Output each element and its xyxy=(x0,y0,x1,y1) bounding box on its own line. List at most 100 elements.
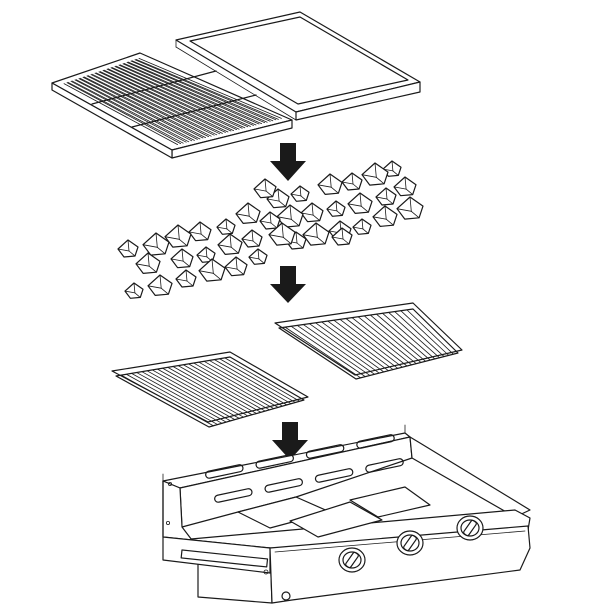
rock-grate-bar xyxy=(125,373,219,425)
control-knob-3 xyxy=(456,515,484,541)
griddle-plate xyxy=(175,11,421,121)
rock-grate-bar xyxy=(224,357,301,402)
grate-bar xyxy=(74,79,193,142)
rock-grate-bar xyxy=(208,360,288,406)
rock-grate-bar xyxy=(345,318,408,367)
rock-grate-bar xyxy=(351,317,413,366)
vent-slot xyxy=(314,468,354,483)
rock-grate-bar xyxy=(214,359,292,405)
grate-bar xyxy=(67,81,184,144)
grate-bar xyxy=(79,77,201,140)
rock-grate-bar xyxy=(167,366,253,416)
lava-rock xyxy=(276,204,304,228)
rock-grate-bar xyxy=(219,358,296,403)
grate-bar xyxy=(94,72,221,135)
lava-rock xyxy=(135,252,161,274)
grate-cross-bar xyxy=(91,70,217,105)
down-arrow-3 xyxy=(272,422,308,460)
grate-bar xyxy=(127,61,268,123)
lava-rock xyxy=(341,172,363,191)
grate-bar xyxy=(66,82,182,145)
lava-rock xyxy=(164,224,192,248)
rock-grate-bar xyxy=(394,311,445,357)
grate-bar xyxy=(135,58,279,120)
lava-rock xyxy=(147,274,173,296)
rock-grate-bar xyxy=(321,321,389,372)
vent-slot xyxy=(264,478,303,493)
lava-rock xyxy=(352,218,372,235)
grate-bar xyxy=(71,80,190,143)
vent-slot xyxy=(214,488,253,503)
lava-rock xyxy=(396,196,424,220)
lava-rock xyxy=(188,221,212,242)
lava-rock xyxy=(170,248,194,269)
lava-rock xyxy=(253,178,277,199)
rock-grate-bar xyxy=(369,314,426,362)
rock-grate-bar xyxy=(327,320,394,370)
lava-rocks xyxy=(117,160,424,299)
vent-slot xyxy=(255,454,294,469)
lava-rock xyxy=(266,188,290,209)
grate-bar xyxy=(107,68,240,130)
rock-grate-bar xyxy=(315,322,385,373)
vent-slot xyxy=(356,434,395,449)
grate-bar xyxy=(130,60,271,122)
lava-rock xyxy=(124,282,144,299)
rock-grate-bar xyxy=(157,368,244,418)
lava-rock xyxy=(326,200,346,217)
lava-rock xyxy=(347,192,373,214)
lava-rock xyxy=(372,205,398,227)
grill-grate xyxy=(51,52,293,159)
burner-box xyxy=(162,424,531,604)
lava-rock xyxy=(302,222,330,246)
grate-bar xyxy=(90,74,215,136)
grate-bar xyxy=(123,63,263,124)
lava-rock xyxy=(175,269,197,288)
grate-bar xyxy=(70,80,187,143)
lava-rock xyxy=(375,187,397,206)
grate-bar xyxy=(102,70,232,132)
lava-rock xyxy=(216,218,236,235)
lava-rock xyxy=(235,202,261,224)
grate-bar xyxy=(95,72,223,134)
grate-bar xyxy=(119,64,257,126)
rock-grate-bar xyxy=(309,323,380,374)
rock-grate-bar xyxy=(188,363,270,411)
grate-bar xyxy=(78,78,198,140)
lava-rock xyxy=(248,248,268,265)
grate-bar xyxy=(99,71,229,133)
rock-grate-bar xyxy=(203,360,283,407)
rock-grate-bar xyxy=(177,365,262,413)
rock-grate-bar xyxy=(333,319,399,369)
grate-bar xyxy=(115,65,251,127)
grate-bar xyxy=(103,69,235,132)
rock-grate-bar xyxy=(146,370,236,421)
lava-rock xyxy=(290,185,310,202)
rock-grate-bar xyxy=(284,326,362,379)
grate-bar xyxy=(138,57,282,119)
lava-rock xyxy=(268,222,296,246)
grate-bar xyxy=(87,75,212,137)
rock-grate-bar xyxy=(376,313,431,361)
lava-rock xyxy=(300,202,324,223)
rock-grate-bar xyxy=(136,372,227,423)
rock-grate-bar xyxy=(141,371,231,422)
vent-slot xyxy=(305,444,345,459)
rock-grate-bar xyxy=(120,374,214,427)
grate-bar xyxy=(126,62,266,123)
lava-rock xyxy=(393,176,417,197)
rock-grate-bar xyxy=(388,312,440,359)
rock-grate-bar xyxy=(406,309,454,355)
rock-grate-bar xyxy=(302,324,375,375)
lava-rock xyxy=(198,258,226,282)
grate-bar xyxy=(111,67,246,129)
vent-slot xyxy=(365,458,404,473)
down-arrow-1 xyxy=(270,143,306,181)
rock-grate-bar xyxy=(172,366,257,414)
grate-bar xyxy=(91,73,218,136)
rock-grate-bar xyxy=(151,369,240,419)
rock-grate-bar xyxy=(363,315,422,363)
rock-grate-bar xyxy=(193,362,275,409)
lava-rock xyxy=(241,229,263,248)
